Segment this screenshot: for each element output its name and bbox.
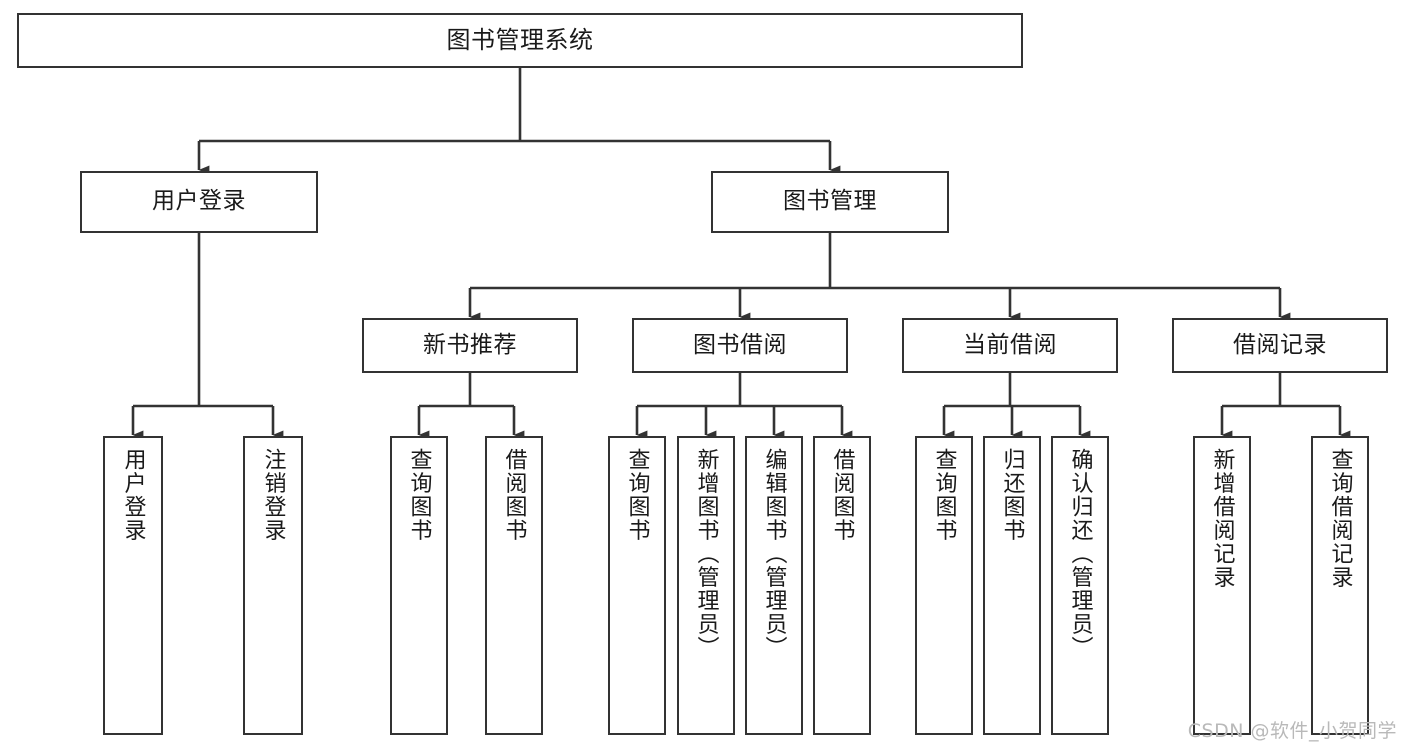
node-leaf-query-book-1[interactable]: 查询图书	[390, 436, 448, 735]
node-label: 编辑图书（管理员）	[761, 448, 787, 660]
node-label: 查询图书	[931, 448, 957, 542]
node-leaf-return-book[interactable]: 归还图书	[983, 436, 1041, 735]
node-book-borrow[interactable]: 图书借阅	[632, 318, 848, 373]
node-label: 图书管理系统	[446, 26, 594, 55]
node-label: 用户登录	[152, 188, 246, 215]
node-leaf-user-login[interactable]: 用户登录	[103, 436, 163, 735]
node-label: 借阅记录	[1233, 331, 1327, 358]
node-leaf-edit-book[interactable]: 编辑图书（管理员）	[745, 436, 803, 735]
node-leaf-add-book[interactable]: 新增图书（管理员）	[677, 436, 735, 735]
node-borrow-record[interactable]: 借阅记录	[1172, 318, 1388, 373]
node-label: 借阅图书	[829, 448, 855, 542]
node-leaf-borrow-book-2[interactable]: 借阅图书	[813, 436, 871, 735]
node-root[interactable]: 图书管理系统	[17, 13, 1023, 68]
node-label: 当前借阅	[963, 331, 1057, 358]
node-label: 新增借阅记录	[1209, 448, 1235, 589]
node-leaf-borrow-book-1[interactable]: 借阅图书	[485, 436, 543, 735]
node-current-borrow[interactable]: 当前借阅	[902, 318, 1118, 373]
node-label: 查询借阅记录	[1327, 448, 1353, 589]
node-label: 注销登录	[260, 448, 286, 542]
node-label: 归还图书	[999, 448, 1025, 542]
node-leaf-add-record[interactable]: 新增借阅记录	[1193, 436, 1251, 735]
node-leaf-query-record[interactable]: 查询借阅记录	[1311, 436, 1369, 735]
node-label: 借阅图书	[501, 448, 527, 542]
node-label: 查询图书	[624, 448, 650, 542]
node-label: 确认归还（管理员）	[1067, 448, 1093, 660]
node-label: 图书借阅	[693, 331, 787, 358]
node-book-manage[interactable]: 图书管理	[711, 171, 949, 233]
node-new-book-rec[interactable]: 新书推荐	[362, 318, 578, 373]
node-leaf-logout[interactable]: 注销登录	[243, 436, 303, 735]
node-label: 新增图书（管理员）	[693, 448, 719, 660]
node-label: 图书管理	[783, 188, 877, 215]
node-label: 新书推荐	[423, 331, 517, 358]
node-label: 查询图书	[406, 448, 432, 542]
node-leaf-confirm-ret[interactable]: 确认归还（管理员）	[1051, 436, 1109, 735]
node-label: 用户登录	[120, 448, 146, 542]
node-user-login[interactable]: 用户登录	[80, 171, 318, 233]
node-leaf-query-book-2[interactable]: 查询图书	[608, 436, 666, 735]
watermark-text: CSDN @软件_小贺同学	[1187, 720, 1397, 742]
node-leaf-query-book-3[interactable]: 查询图书	[915, 436, 973, 735]
